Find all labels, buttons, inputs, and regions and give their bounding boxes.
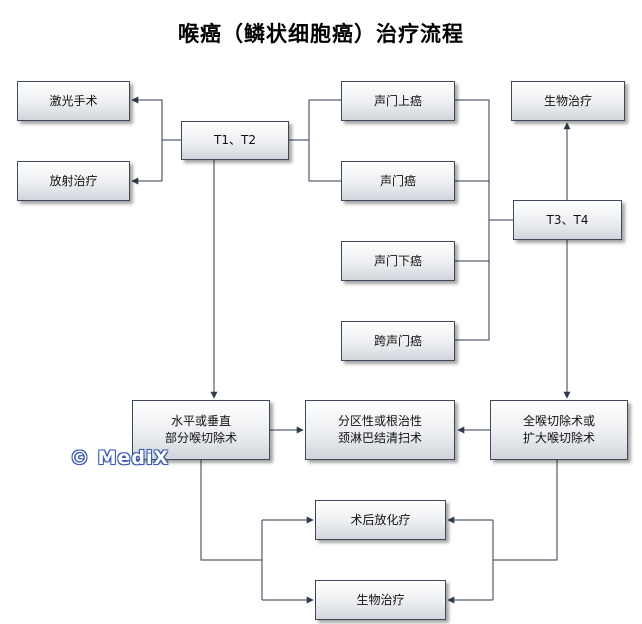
- node-biotherapy-bottom: 生物治疗: [315, 580, 446, 620]
- connector-total-down: [493, 460, 558, 561]
- node-glottic: 声门癌: [341, 161, 455, 201]
- connector-sites-vertical: [455, 99, 490, 341]
- diagram-title: 喉癌（鳞状细胞癌）治疗流程: [178, 22, 464, 46]
- node-neck-dissection: 分区性或根治性 颈淋巴结清扫术: [305, 400, 455, 460]
- node-biotherapy-top: 生物治疗: [511, 81, 625, 121]
- node-total-laryngectomy: 全喉切除术或 扩大喉切除术: [490, 400, 628, 460]
- watermark-logo: © MediX: [70, 447, 170, 469]
- node-postop-chemoradiation: 术后放化疗: [315, 500, 446, 540]
- node-supraglottic: 声门上癌: [341, 81, 455, 121]
- node-subglottic: 声门下癌: [341, 241, 455, 281]
- node-t1-t2: T1、T2: [181, 121, 289, 160]
- node-laser-surgery: 激光手术: [17, 81, 130, 121]
- connector-to-laser: [131, 96, 163, 140]
- node-t3-t4: T3、T4: [513, 200, 622, 240]
- node-partial-laryngectomy: 水平或垂直 部分喉切除术: [132, 400, 270, 460]
- connector-partial-down: [200, 460, 262, 561]
- connector-to-radio: [131, 140, 163, 185]
- node-transglottic: 跨声门癌: [341, 321, 455, 361]
- node-radiotherapy: 放射治疗: [17, 161, 130, 201]
- connector-t12-supra-glottic: [308, 99, 341, 182]
